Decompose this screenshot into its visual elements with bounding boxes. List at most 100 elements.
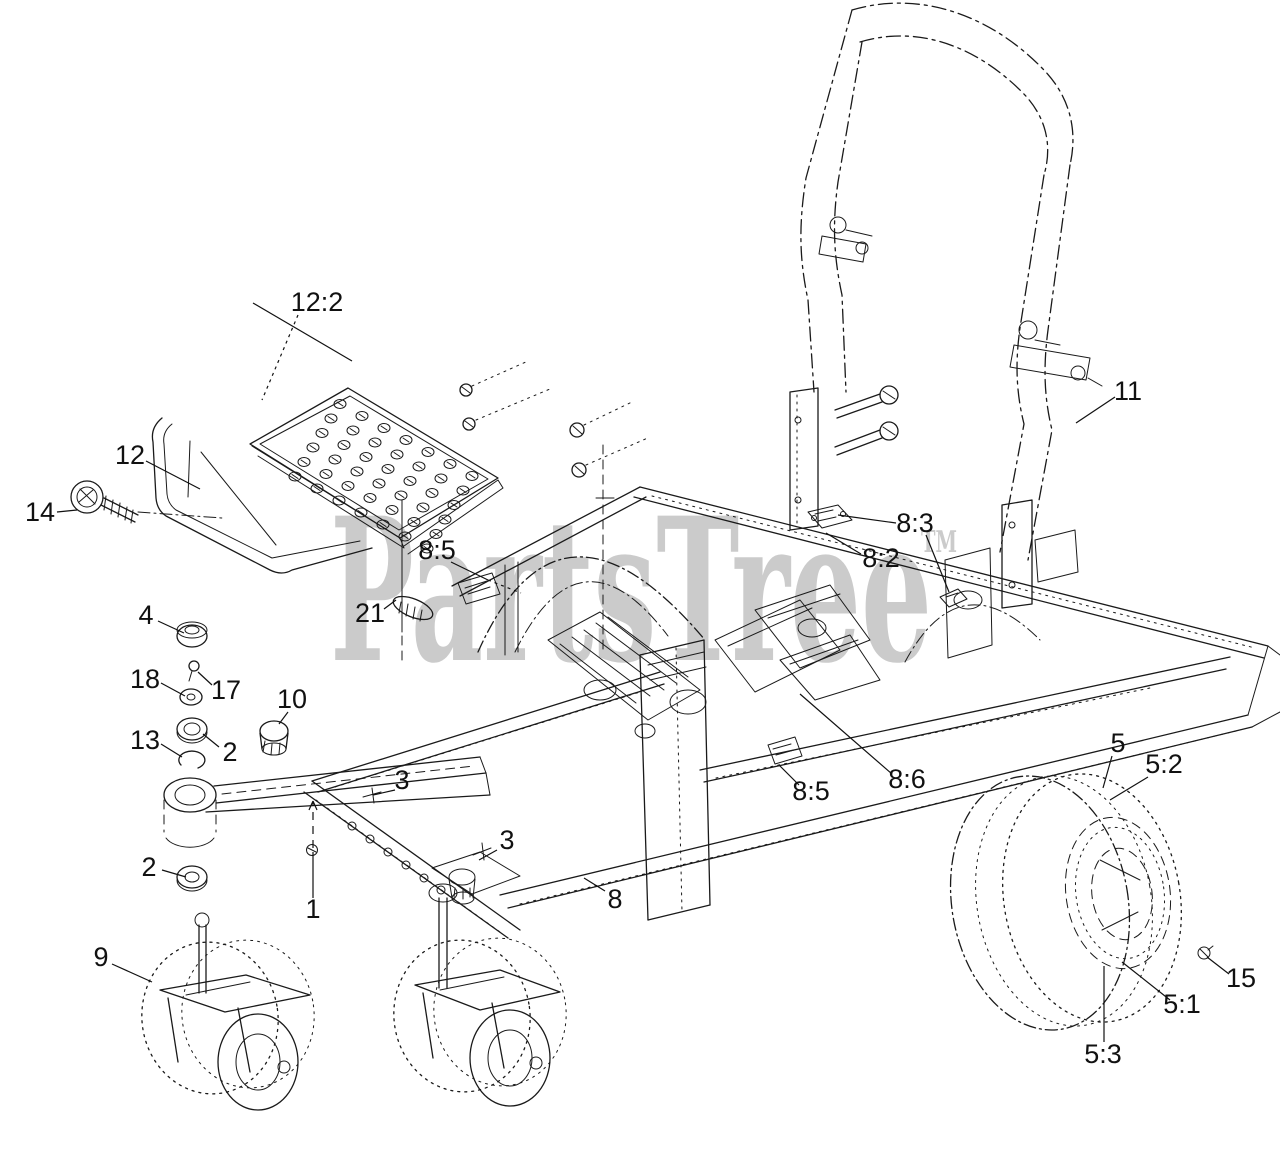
pan-hole xyxy=(315,428,329,438)
pan-hole-mark xyxy=(441,517,449,522)
pan-hole xyxy=(376,519,390,530)
pan-hole xyxy=(324,413,338,424)
pan-hole-mark xyxy=(437,476,445,481)
pan-hole-mark xyxy=(410,519,418,525)
callout-label-5: 5 xyxy=(1110,728,1125,758)
pan-hole xyxy=(368,437,382,448)
leader-line-3a xyxy=(372,789,396,796)
callout-label-12-2: 12:2 xyxy=(291,287,344,317)
leader-line-5-1 xyxy=(1121,961,1171,1001)
callout-label-1: 1 xyxy=(305,894,320,924)
pan-hole xyxy=(394,490,408,501)
leader-line-3b xyxy=(478,849,498,861)
pan-hole xyxy=(438,514,452,525)
callout-label-8-6: 8:6 xyxy=(888,764,926,794)
pan-hole-mark xyxy=(335,498,343,503)
engine-detail xyxy=(504,561,841,739)
pan-hole xyxy=(456,485,470,496)
pan-hole xyxy=(399,435,413,445)
callout-label-8-5L: 8:5 xyxy=(418,535,456,565)
rops-clamp-left xyxy=(818,216,873,263)
pan-hole xyxy=(398,531,412,542)
leader-line-13 xyxy=(160,743,183,758)
line-art xyxy=(70,2,1280,1111)
watermark: PartsTree TM xyxy=(330,474,957,707)
pan-hole xyxy=(447,500,461,510)
callout-label-15: 15 xyxy=(1226,963,1256,993)
pan-hole-mark xyxy=(300,459,308,465)
callout-label-13: 13 xyxy=(130,725,160,755)
leader-line-2a xyxy=(202,733,220,748)
callout-label-3b: 3 xyxy=(499,825,514,855)
pan-hole xyxy=(434,473,448,484)
leader-line-15 xyxy=(1206,956,1230,975)
pan-hole-mark xyxy=(450,502,458,508)
pan-hole-mark xyxy=(428,490,436,496)
pan-hole-mark xyxy=(309,445,317,450)
pan-hole xyxy=(288,471,302,482)
pan-hole xyxy=(350,466,364,477)
pan-hole-mark xyxy=(340,442,348,448)
leader-line-8-5L xyxy=(487,579,522,594)
pan-holes xyxy=(288,399,479,554)
pan-hole-mark xyxy=(384,466,392,472)
hardware-column xyxy=(176,621,289,892)
pan-hole-mark xyxy=(468,473,476,479)
callout-label-4: 4 xyxy=(138,600,153,630)
pan-hole-mark xyxy=(388,507,396,513)
pan-hole-mark xyxy=(424,449,432,455)
pan-hole xyxy=(337,440,351,450)
pan-hole-mark xyxy=(362,454,370,460)
callout-label-5-2: 5:2 xyxy=(1145,749,1183,779)
pan-hole xyxy=(407,517,421,527)
callout-label-18: 18 xyxy=(130,664,160,694)
pan-hole xyxy=(465,471,479,481)
pan-hole-mark xyxy=(357,510,365,515)
pan-hole xyxy=(385,505,399,515)
pan-hole-mark xyxy=(358,413,366,419)
rops-bar xyxy=(800,2,1103,561)
pan-hole xyxy=(319,469,333,479)
pan-hole xyxy=(381,464,395,474)
pan-hole-mark xyxy=(415,464,423,469)
pan-hole-mark xyxy=(318,430,326,436)
pan-hole xyxy=(425,488,439,498)
rops-mount-left xyxy=(789,385,899,531)
pan-hole-mark xyxy=(380,425,388,431)
leader-line-8-3 xyxy=(925,534,950,593)
rear-gusset xyxy=(944,547,993,659)
rops-clamp-right xyxy=(1009,320,1103,387)
ring-13 xyxy=(178,750,206,769)
callout-label-10: 10 xyxy=(277,684,307,714)
pan-hole-mark xyxy=(406,478,414,484)
decal-85-right xyxy=(767,736,803,765)
pan-hole xyxy=(429,529,443,539)
pan-hole xyxy=(421,447,435,457)
callout-label-8-3: 8:3 xyxy=(896,508,934,538)
washer-18 xyxy=(179,688,203,706)
floor-pan-plate xyxy=(249,387,504,555)
cap-nut-4 xyxy=(176,624,208,648)
pan-hole-mark xyxy=(402,437,410,443)
callout-label-8-2: 8:2 xyxy=(862,543,900,573)
callout-label-8: 8 xyxy=(607,884,622,914)
pan-hole xyxy=(416,502,430,513)
leader-line-5 xyxy=(1102,755,1113,789)
rear-wheel xyxy=(949,773,1214,1031)
pan-hole-mark xyxy=(419,505,427,510)
leader-line-12-2 xyxy=(261,314,299,401)
floor-pan-side-panel xyxy=(151,417,373,574)
pan-hole-mark xyxy=(423,546,431,551)
leader-line-9 xyxy=(111,963,153,983)
leader-line-21 xyxy=(383,599,397,610)
callout-label-21: 21 xyxy=(355,598,385,628)
leader-line-2b xyxy=(161,869,187,878)
pan-hole xyxy=(390,449,404,460)
leader-line-4 xyxy=(157,620,185,634)
leader-line-12 xyxy=(145,460,201,490)
pan-hole-mark xyxy=(459,488,467,493)
pan-hole-mark xyxy=(393,452,401,457)
callout-label-2b: 2 xyxy=(141,852,156,882)
pin-21 xyxy=(392,595,434,622)
pan-hole-mark xyxy=(401,534,409,539)
